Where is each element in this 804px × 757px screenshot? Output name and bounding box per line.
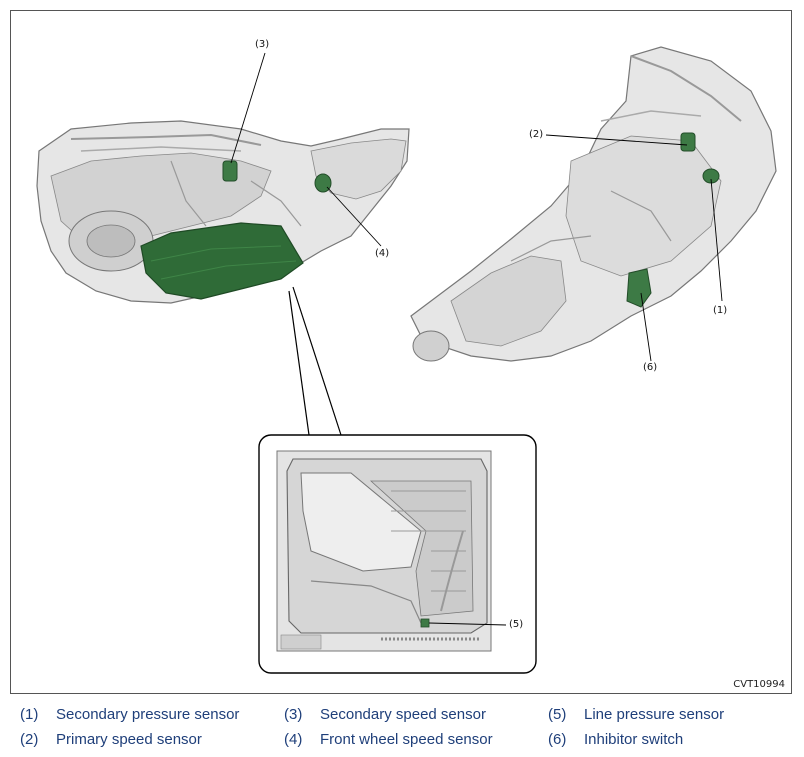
callout-5: (5) [509,619,524,630]
legend: (1) Secondary pressure sensor (2) Primary … [0,700,804,757]
legend-item-4: (4) Front wheel speed sensor [284,731,493,748]
oil-pan [140,222,304,300]
callout-2: (2) [529,129,544,140]
legend-label: Line pressure sensor [584,706,725,723]
legend-label: Inhibitor switch [584,731,684,748]
leader-line-4 [326,186,382,247]
secondary-speed-sensor-marker [222,160,238,182]
zoom-line-right [292,286,342,436]
line-pressure-sensor-marker [420,618,430,628]
legend-item-3: (3) Secondary speed sensor [284,706,486,723]
leader-line-3 [230,52,266,164]
legend-label: Front wheel speed sensor [320,731,493,748]
callout-6: (6) [643,362,658,373]
legend-number: (1) [20,706,39,723]
leader-line-5 [428,622,507,626]
legend-number: (4) [284,731,303,748]
callout-1: (1) [713,305,728,316]
legend-label: Secondary pressure sensor [56,706,240,723]
primary-speed-sensor-marker [680,132,696,152]
left-transmission [36,120,410,304]
figure-code: CVT10994 [733,679,785,690]
legend-number: (2) [20,731,39,748]
legend-label: Primary speed sensor [56,731,202,748]
leader-line-2 [545,134,688,146]
legend-number: (5) [548,706,567,723]
diagram-figure: (3) (4) (2) (1) (6) (5) CVT10994 [10,10,792,694]
legend-item-5: (5) Line pressure sensor [548,706,724,723]
legend-item-1: (1) Secondary pressure sensor [20,706,239,723]
callout-3: (3) [255,39,270,50]
valve-body-inset [258,434,537,674]
legend-number: (6) [548,731,567,748]
right-transmission [410,46,777,362]
transmission-illustration [36,46,777,674]
zoom-line-left [288,290,310,436]
legend-item-6: (6) Inhibitor switch [548,731,683,748]
legend-label: Secondary speed sensor [320,706,486,723]
callout-4: (4) [375,248,390,259]
inhibitor-switch-marker [626,268,652,308]
legend-number: (3) [284,706,303,723]
legend-item-2: (2) Primary speed sensor [20,731,202,748]
leader-line-6 [640,292,652,362]
leader-line-1 [710,178,723,302]
